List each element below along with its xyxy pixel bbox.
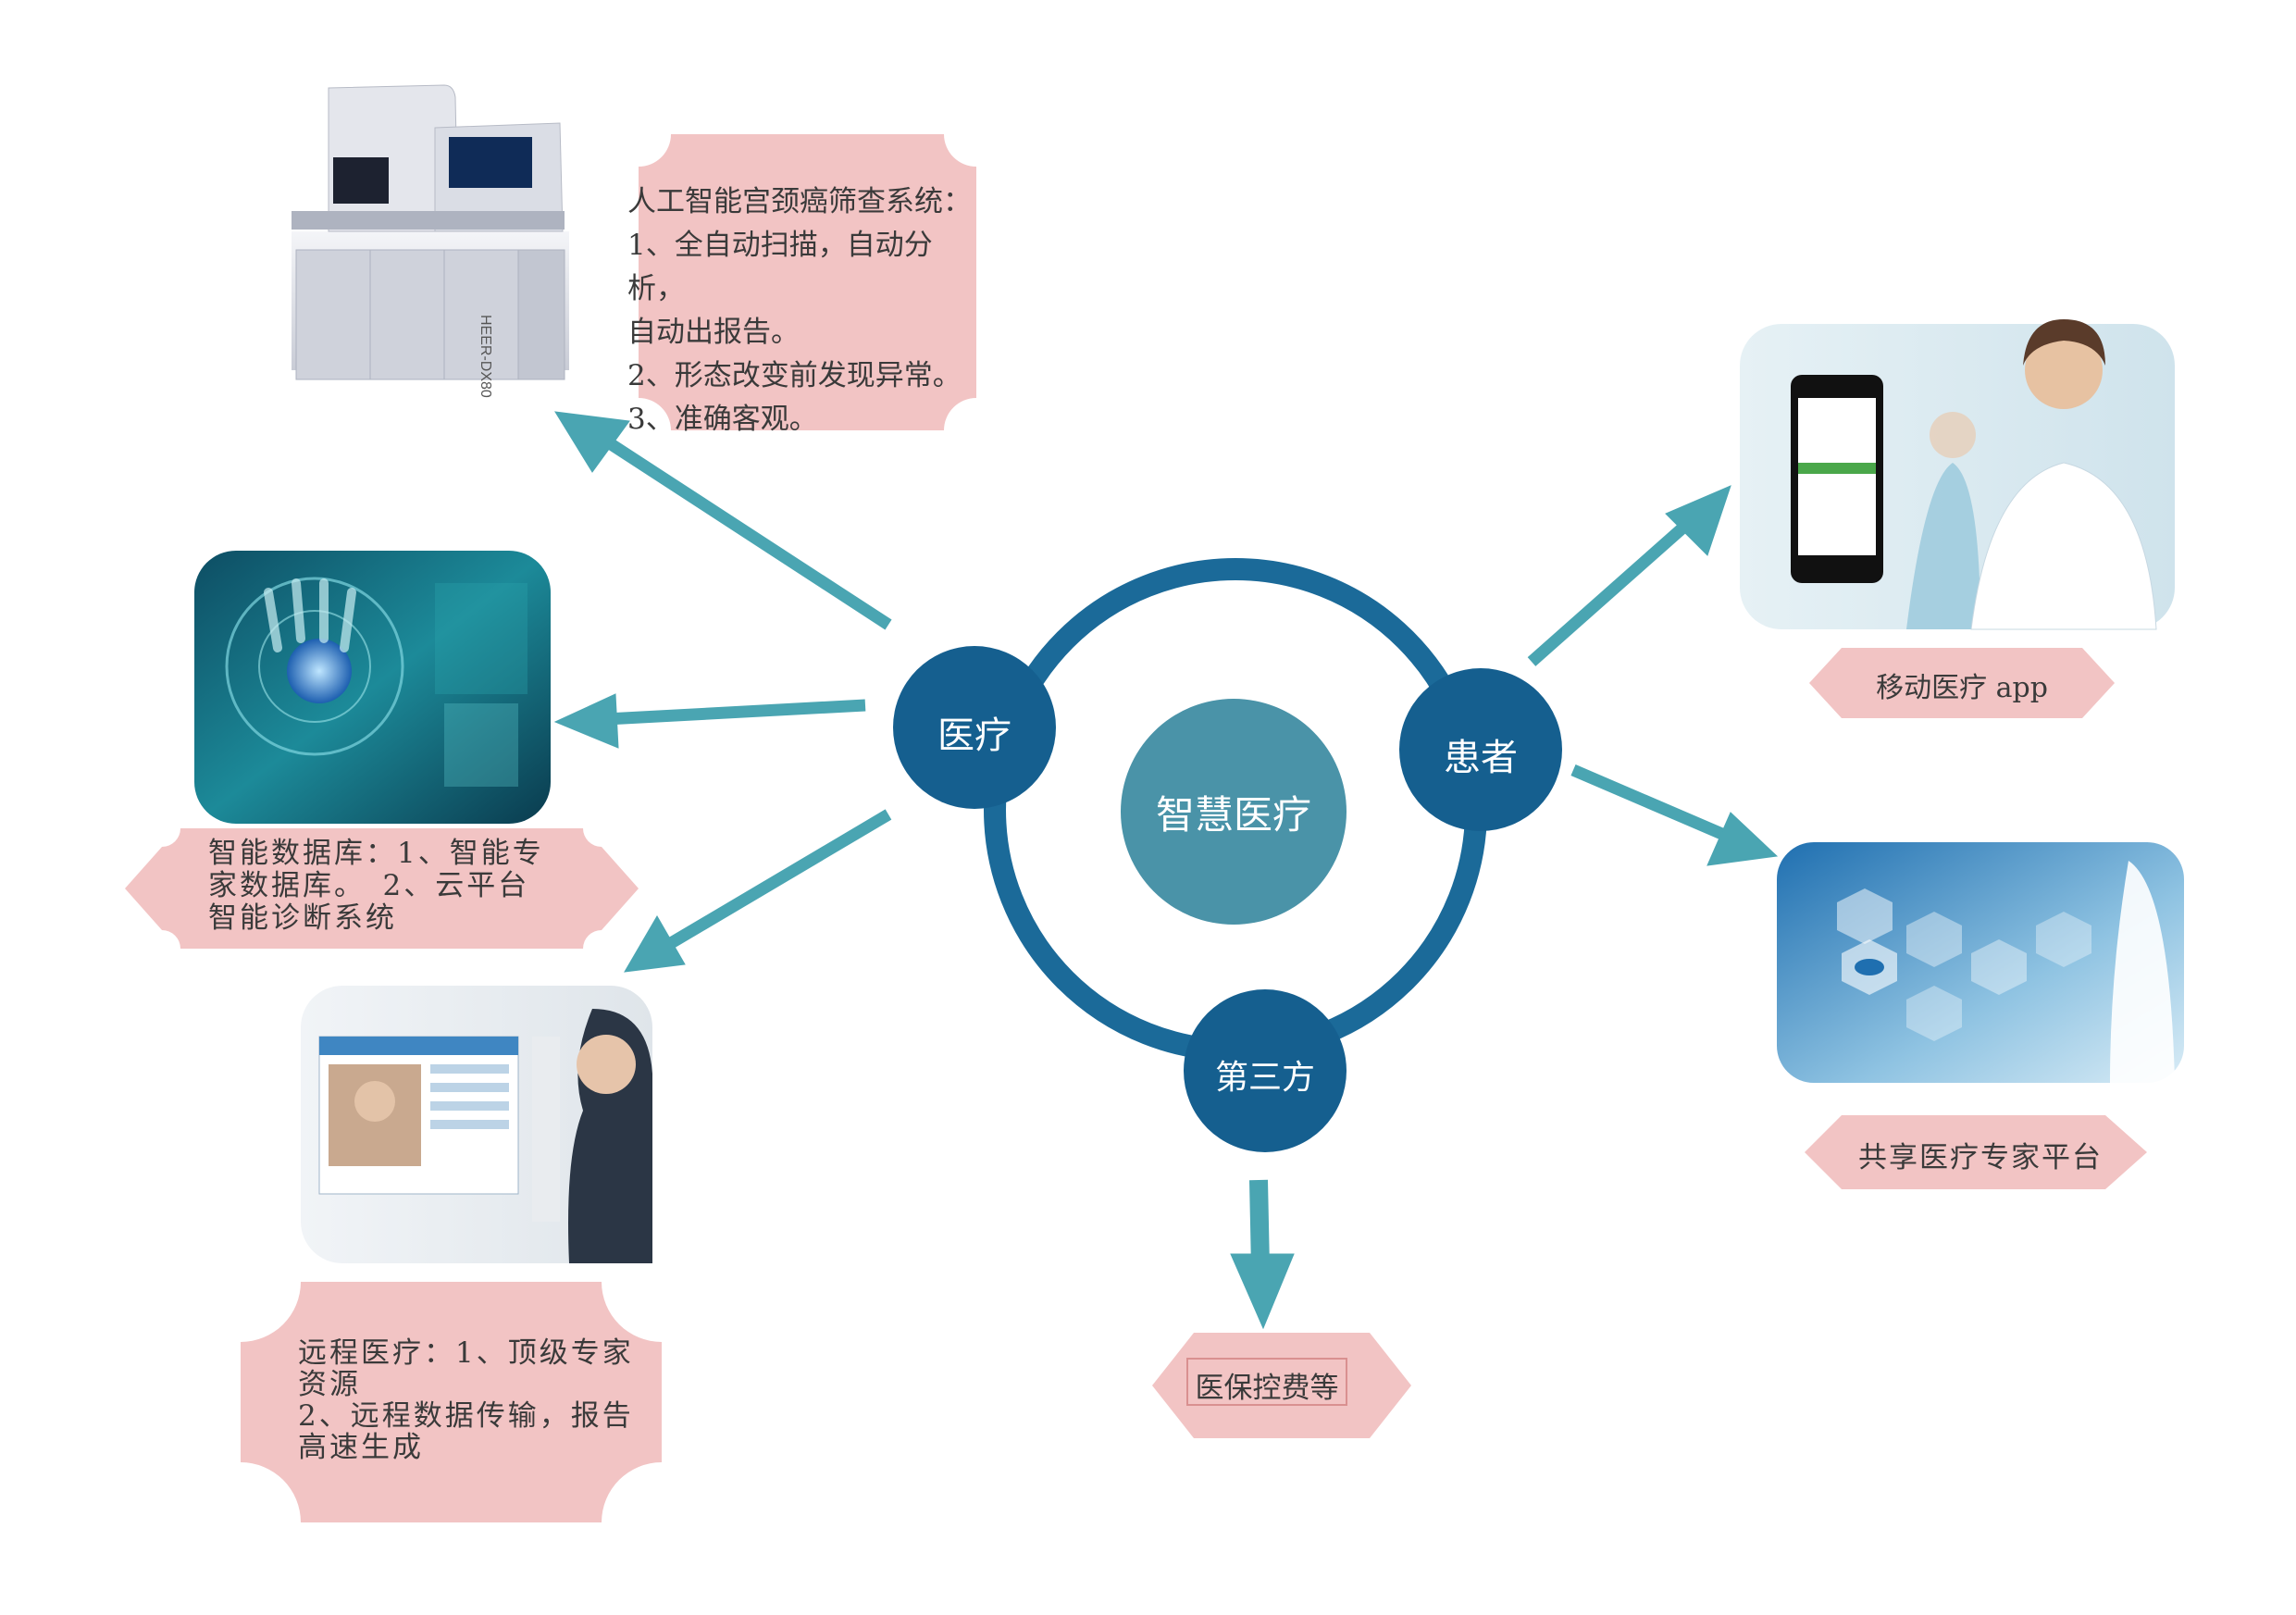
device-image: HEER-DX80 — [292, 84, 569, 398]
node-medical — [893, 646, 1056, 809]
node-third-party-label: 第三方 — [1214, 1059, 1315, 1097]
arrows — [553, 411, 1779, 1330]
tech-hand-image — [194, 551, 551, 824]
arrow-to-mobile-app — [1527, 514, 1698, 666]
ai-screening-text: 人工智能宫颈癌筛查系统： 1、全自动扫描，自动分析， 自动出报告。 2、形态改变… — [627, 185, 972, 436]
center-label: 智慧医疗 — [1155, 792, 1311, 838]
arrow-to-telemedicine — [663, 809, 892, 951]
arrow-head-telemedicine — [624, 915, 686, 973]
expert-platform-label-box — [1805, 1115, 2147, 1189]
node-patient-label: 患者 — [1444, 737, 1518, 779]
mobile-app-label: 移动医疗 app — [1876, 672, 2048, 704]
device-model-label: HEER-DX80 — [478, 315, 493, 398]
node-medical-label: 医疗 — [937, 714, 1011, 757]
ai-screening-box — [639, 134, 976, 430]
mobile-app-label-box — [1809, 648, 2115, 718]
arrow-to-expert-platform — [1570, 764, 1733, 843]
mobile-app-image — [1740, 319, 2175, 630]
arrow-head-insurance — [1230, 1253, 1295, 1330]
arrow-to-smart-database — [605, 699, 866, 726]
insurance-label: 医保控费等 — [1195, 1372, 1339, 1405]
arrow-head-ai-screening — [554, 411, 630, 473]
arrow-to-insurance — [1249, 1179, 1270, 1269]
node-third-party — [1184, 989, 1347, 1152]
node-patient — [1399, 668, 1562, 831]
center-circle — [1121, 699, 1347, 925]
expert-platform-image — [1777, 842, 2184, 1083]
arrow-head-expert-platform — [1706, 812, 1779, 866]
telemedicine-text: 远程医疗：1、顶级专家 资源 2、远程数据传输，报告 高速生成 — [298, 1336, 634, 1464]
arrow-head-smart-database — [553, 693, 619, 749]
smart-database-box — [125, 828, 639, 949]
telemedicine-box — [241, 1282, 662, 1522]
smart-database-text: 智能数据库：1、智能专 家数据库。 2、云平台 智能诊断系统 — [208, 837, 544, 935]
arrow-to-ai-screening — [593, 429, 892, 630]
insurance-label-border — [1186, 1358, 1347, 1406]
arrow-head-mobile-app — [1665, 485, 1731, 556]
expert-platform-label: 共享医疗专家平台 — [1858, 1141, 2103, 1174]
telemedicine-image — [301, 986, 652, 1263]
